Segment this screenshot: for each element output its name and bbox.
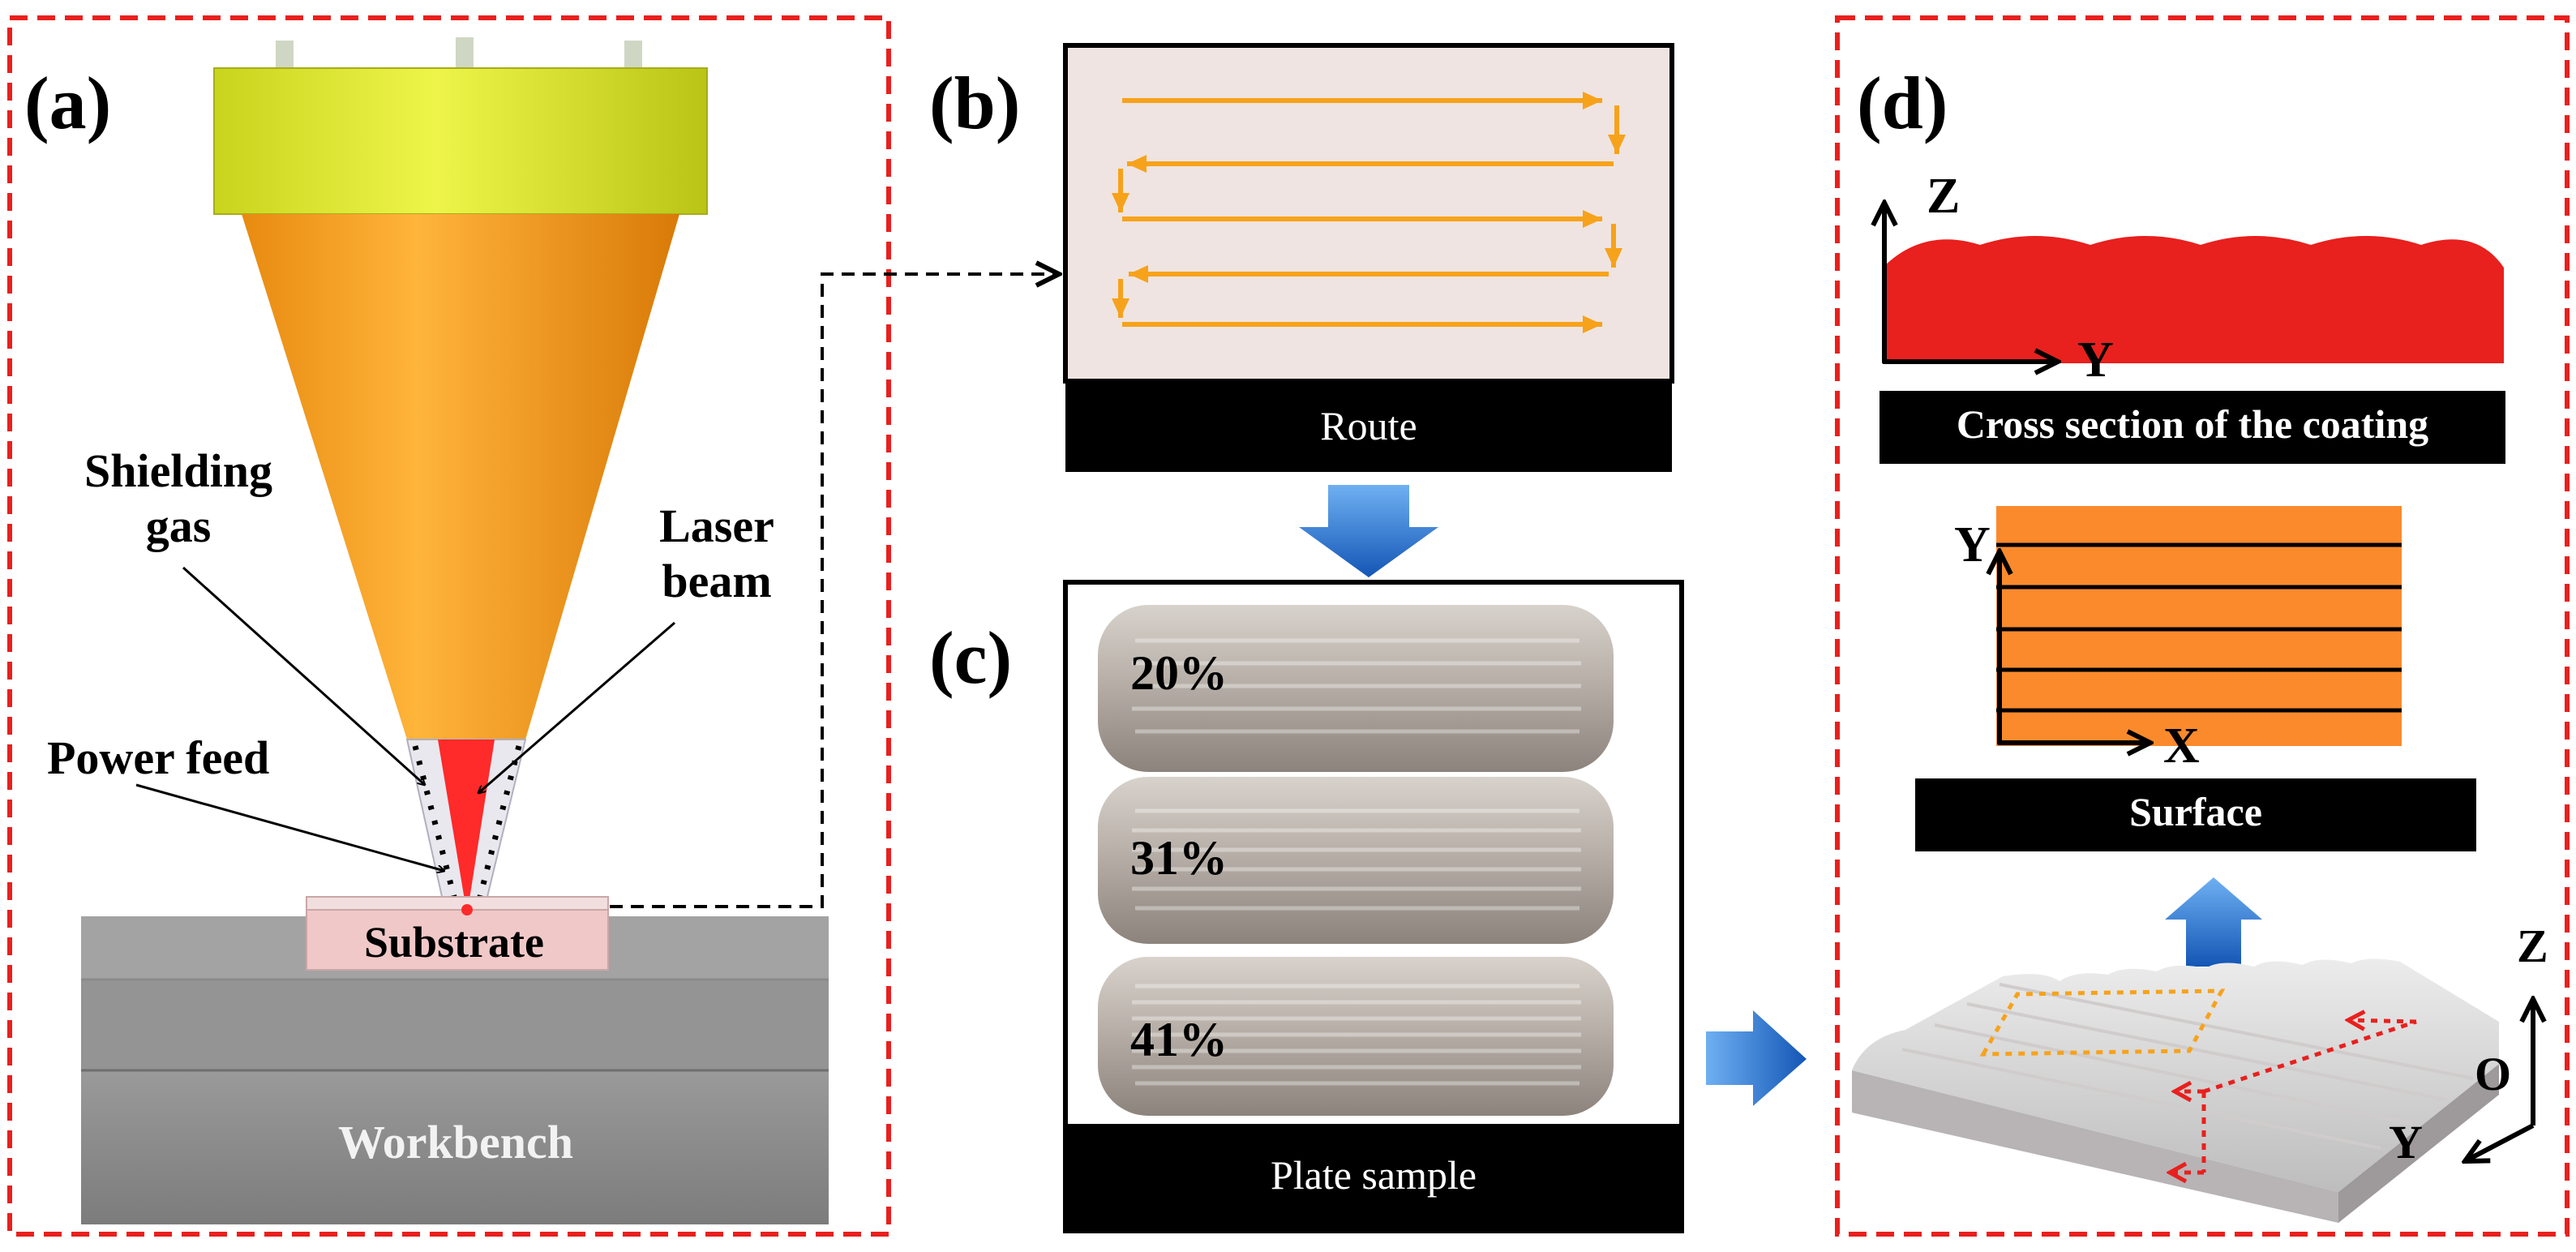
panel-b: (b) Route	[929, 43, 1674, 472]
workbench-body	[81, 1070, 829, 1224]
plate-sample-caption: Plate sample	[1271, 1152, 1477, 1198]
workbench-label: Workbench	[338, 1116, 573, 1168]
sample-20: 20%	[1098, 605, 1614, 772]
power-feed-label: Power feed	[47, 731, 269, 784]
laser-beam-leader	[478, 621, 675, 793]
coord-o-label: O	[2475, 1048, 2511, 1100]
panel-a: (a) Workbench Substrate Shielding gas	[7, 15, 891, 1237]
panel-c: (c) 20% 31%	[929, 580, 1684, 1233]
sample-plate	[1098, 605, 1614, 772]
panel-b-label: (b)	[929, 62, 1020, 144]
substrate-top	[306, 896, 609, 911]
coord-y-axis	[2465, 1123, 2535, 1161]
sample-plate	[1098, 957, 1614, 1116]
shielding-gas-leader	[182, 566, 425, 785]
connector-a-to-b	[610, 274, 1059, 908]
coating-block-side	[2338, 1064, 2499, 1223]
sample-31: 31%	[1098, 777, 1614, 944]
powder-cone	[242, 214, 679, 740]
route-caption: Route	[1320, 403, 1417, 448]
section-cut-lines	[2170, 1020, 2417, 1173]
surface-tracks	[1996, 542, 2402, 713]
nozzle-ring	[213, 67, 708, 215]
panel-c-label: (c)	[929, 616, 1012, 699]
nozzle-pin	[456, 37, 474, 73]
route-plate	[1063, 43, 1674, 384]
panel-d-frame	[1835, 15, 2570, 1237]
nozzle-pin	[624, 41, 642, 73]
plate-sample-caption-bar	[1065, 1124, 1682, 1231]
cross-section-y-label: Y	[2077, 332, 2114, 388]
nozzle-pin	[276, 41, 294, 73]
panel-d: (d) Z Y Cross section of the coating Y X…	[1835, 15, 2570, 1237]
workbench-front-upper	[81, 980, 829, 1070]
laser-beam-label-line1: Laser	[659, 500, 774, 552]
cross-section-profile	[1883, 236, 2504, 363]
substrate-block	[306, 909, 609, 971]
coord-y-label: Y	[2389, 1116, 2423, 1168]
cross-section-caption-bar	[1879, 391, 2505, 464]
route-caption-bar	[1065, 381, 1672, 472]
powder-flow-left	[412, 745, 457, 898]
power-feed-leader	[135, 783, 444, 871]
sample-31-label: 31%	[1130, 831, 1228, 885]
panel-d-label: (d)	[1857, 62, 1948, 144]
powder-flow-right	[477, 745, 522, 898]
panel-a-label: (a)	[24, 62, 111, 144]
coord-z-label: Z	[2517, 920, 2548, 972]
shielding-gas-label-line1: Shielding	[84, 444, 272, 497]
surface-caption-bar	[1915, 778, 2476, 851]
shielding-gas-label-line2: gas	[146, 500, 212, 552]
sample-41-label: 41%	[1130, 1013, 1228, 1066]
coating-block-3d	[1852, 958, 2499, 1223]
flow-arrow-up	[2165, 877, 2262, 967]
coating-block-front	[1852, 1070, 2338, 1223]
flow-arrow-down	[1299, 485, 1438, 577]
scanned-region-outline	[1979, 988, 2226, 1057]
sample-41: 41%	[1098, 957, 1614, 1116]
surface-caption: Surface	[2129, 789, 2262, 834]
melt-pool	[461, 904, 473, 915]
laser-beam-label-line2: beam	[662, 555, 771, 607]
cross-section-caption: Cross section of the coating	[1957, 401, 2428, 447]
substrate-label: Substrate	[364, 918, 544, 967]
laser-beam-cone	[438, 740, 495, 915]
flow-arrow-right	[1706, 1010, 1807, 1106]
surface-y-label: Y	[1954, 517, 1991, 572]
scan-route	[1112, 92, 1626, 333]
sample-plate	[1098, 777, 1614, 944]
surface-x-label: X	[2163, 718, 2200, 774]
sample-20-label: 20%	[1130, 646, 1228, 700]
cross-section-z-label: Z	[1927, 169, 1960, 224]
